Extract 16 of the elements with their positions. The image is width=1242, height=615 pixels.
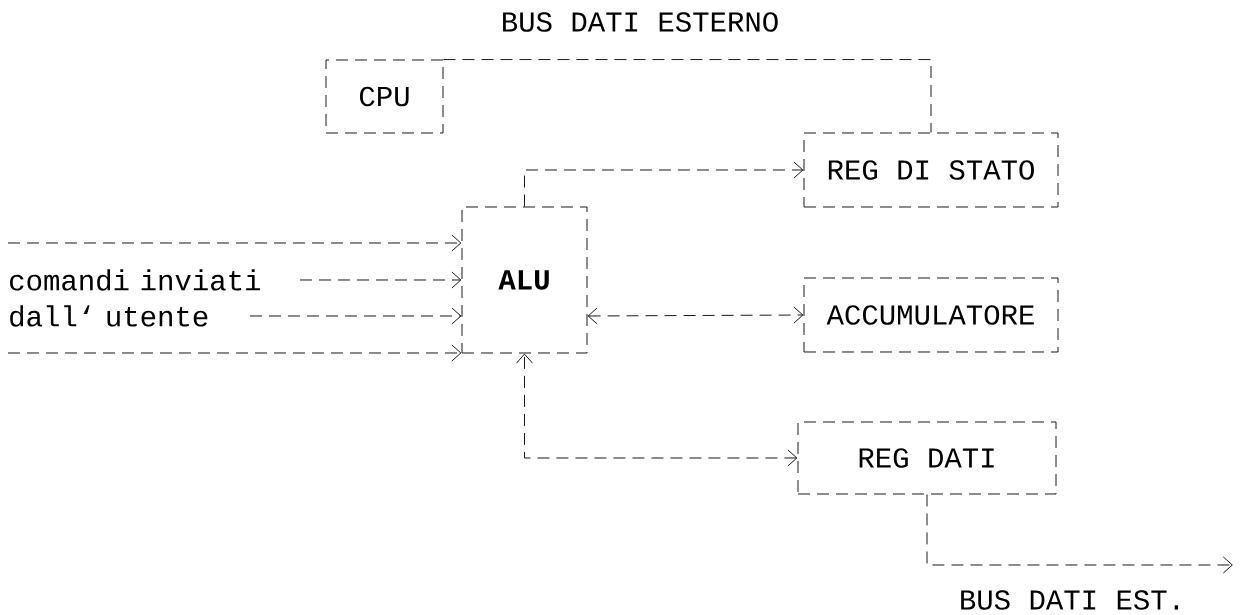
arrow [249, 307, 462, 325]
bus-label: BUS DATI EST. [957, 589, 1187, 611]
arrow [7, 344, 462, 362]
alu-box: ALU [461, 206, 588, 354]
bus-label: BUS DATI ESTERNO [499, 11, 781, 33]
input-label: comandi inviati dall‘ utente [10, 269, 260, 327]
arrow [524, 161, 804, 207]
arrow [7, 234, 462, 252]
cpu-box: CPU [325, 59, 444, 134]
register-box: ACCUMULATORE [803, 277, 1059, 353]
register-box: REG DATI [797, 421, 1057, 495]
arrow [516, 353, 798, 467]
arrow [587, 306, 804, 325]
register-box: REG DI STATO [803, 132, 1059, 208]
arrow [299, 271, 462, 289]
arrow [926, 494, 1233, 574]
